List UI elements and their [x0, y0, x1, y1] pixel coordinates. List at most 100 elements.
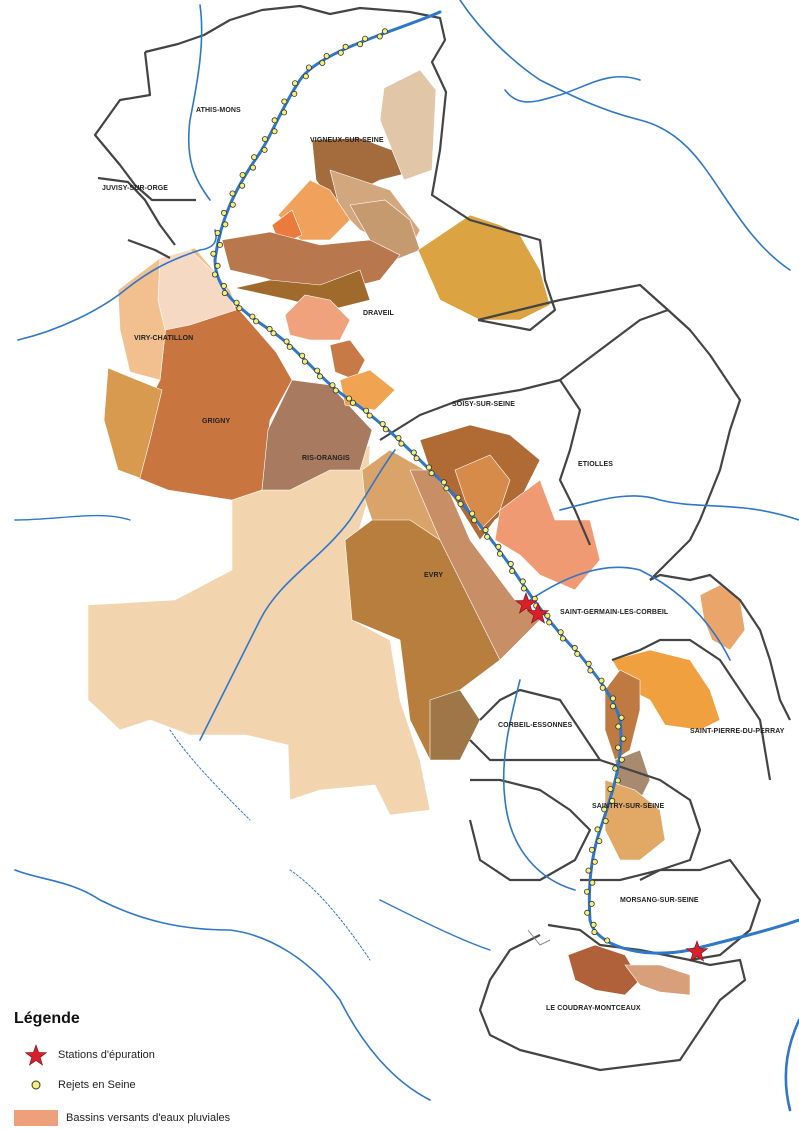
- rejet-point: [291, 80, 298, 87]
- rejet-point: [286, 343, 293, 350]
- rejet-point: [609, 797, 616, 804]
- rejet-point: [337, 49, 344, 56]
- watershed-draveil-dark: [234, 269, 371, 311]
- rejet-point: [544, 612, 551, 619]
- rejet-point: [588, 900, 595, 907]
- rejet-point: [607, 786, 614, 793]
- rejet-point: [589, 879, 596, 886]
- rejet-point: [220, 282, 227, 289]
- rejet-point: [251, 154, 258, 161]
- legend-label-rejets: Rejets en Seine: [58, 1079, 136, 1091]
- legend-title: Légende: [14, 1010, 80, 1027]
- boundary-soisy: [379, 308, 669, 441]
- rejet-point: [591, 929, 598, 936]
- rejet-point: [382, 426, 389, 433]
- legend-label-bassins: Bassins versants d'eaux pluviales: [66, 1112, 231, 1124]
- rejet-point: [221, 290, 228, 297]
- legend-label-stations: Stations d'épuration: [58, 1049, 155, 1061]
- rejet-point: [261, 136, 268, 143]
- rejet-point: [612, 765, 619, 772]
- rejet-point: [591, 858, 598, 865]
- river-corbeil: [502, 679, 576, 891]
- rejet-point: [455, 494, 462, 501]
- rejet-point: [590, 921, 597, 928]
- rejet-point: [239, 182, 246, 189]
- rejet-point: [610, 695, 617, 702]
- river-south: [379, 899, 491, 951]
- rejet-point: [249, 313, 256, 320]
- rejet-point: [271, 117, 278, 124]
- boundary-east-far: [649, 573, 791, 721]
- rejet-point: [329, 382, 336, 389]
- label-viry: VIRY-CHATILLON: [134, 335, 193, 342]
- rejet-point: [319, 60, 326, 67]
- watershed-draveil-east: [417, 214, 551, 321]
- stations-layer: [514, 592, 709, 962]
- rejet-point: [598, 677, 605, 684]
- orange-square-icon: [14, 1110, 58, 1126]
- stream-dotted-2: [169, 729, 251, 821]
- rejet-point: [546, 619, 553, 626]
- rejet-point: [281, 98, 288, 105]
- boundary-stpierre: [611, 638, 772, 781]
- rejet-point: [519, 578, 526, 585]
- rejet-point: [588, 846, 595, 853]
- rejet-point: [357, 41, 364, 48]
- rejet-point: [305, 64, 312, 71]
- rejet-point: [314, 367, 321, 374]
- watershed-coudray-east: [624, 964, 691, 996]
- rejet-point: [594, 826, 601, 833]
- rejet-point: [559, 635, 566, 642]
- rejet-point: [507, 560, 514, 567]
- legend-item-rejets: Rejets en Seine: [14, 1078, 136, 1092]
- rejet-point: [571, 644, 578, 651]
- label-evry: EVRY: [424, 572, 443, 579]
- watershed-coudray: [567, 944, 641, 996]
- yellow-circle-icon: [14, 1078, 58, 1092]
- rejet-point: [214, 229, 221, 236]
- boundary-morsang: [580, 858, 762, 962]
- boundary-etiolles: [558, 379, 592, 546]
- label-draveil: DRAVEIL: [363, 310, 395, 317]
- rejet-point: [301, 358, 308, 365]
- rejet-point: [618, 756, 625, 763]
- rejet-point: [332, 387, 339, 394]
- station-star-3: [685, 940, 709, 962]
- river-northeast: [459, 0, 791, 271]
- station-star-1: [514, 592, 538, 614]
- rejet-point: [469, 510, 476, 517]
- rejet-point: [584, 888, 591, 895]
- rejet-point: [376, 33, 383, 40]
- rejet-point: [229, 190, 236, 197]
- rejet-point: [395, 434, 402, 441]
- track-line: [527, 929, 551, 946]
- rejet-point: [440, 479, 447, 486]
- rejet-point: [381, 28, 388, 35]
- river-ne-branch: [504, 75, 641, 103]
- rejet-point: [342, 43, 349, 50]
- label-ris: RIS-ORANGIS: [302, 455, 350, 462]
- rejet-point: [233, 299, 240, 306]
- rejet-point: [271, 128, 278, 135]
- rejet-point: [520, 585, 527, 592]
- rejet-point: [496, 550, 503, 557]
- label-athis-mons: ATHIS-MONS: [196, 107, 241, 114]
- rejet-point: [236, 305, 243, 312]
- label-morsang: MORSANG-SUR-SEINE: [620, 897, 699, 904]
- rejet-point: [484, 533, 491, 540]
- watershed-nord-east: [699, 584, 746, 651]
- rejet-point: [618, 714, 625, 721]
- watershed-viry-pale: [157, 249, 237, 331]
- boundary-juvisy-viry: [127, 238, 171, 259]
- rejet-point: [211, 271, 218, 278]
- rejet-point: [362, 35, 369, 42]
- label-grigny: GRIGNY: [202, 418, 230, 425]
- river-east-mid: [529, 566, 731, 661]
- rejet-point: [615, 723, 622, 730]
- rejet-point: [413, 455, 420, 462]
- rejet-point: [587, 667, 594, 674]
- legend: Légende Stations d'épuration Rejets en S…: [14, 1010, 314, 1126]
- rejet-point: [584, 909, 591, 916]
- rejet-point: [557, 629, 564, 636]
- label-coudray: LE COUDRAY-MONTCEAUX: [546, 1005, 641, 1012]
